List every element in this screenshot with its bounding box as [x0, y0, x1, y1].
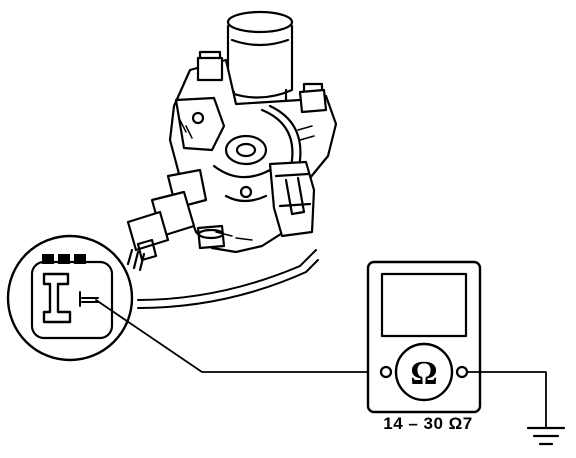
resistance-spec-label: 14 – 30 Ω7: [383, 414, 473, 433]
probe-lead-positive: [95, 299, 387, 373]
ohm-symbol: Ω: [410, 355, 437, 392]
connector-callout: [6, 234, 134, 362]
solenoid-valve-icon: [126, 10, 338, 272]
probe-lead-ground: [466, 371, 547, 429]
ohmmeter-icon: [366, 260, 482, 414]
connector-icon: [30, 254, 114, 340]
ground-icon: [526, 426, 566, 446]
